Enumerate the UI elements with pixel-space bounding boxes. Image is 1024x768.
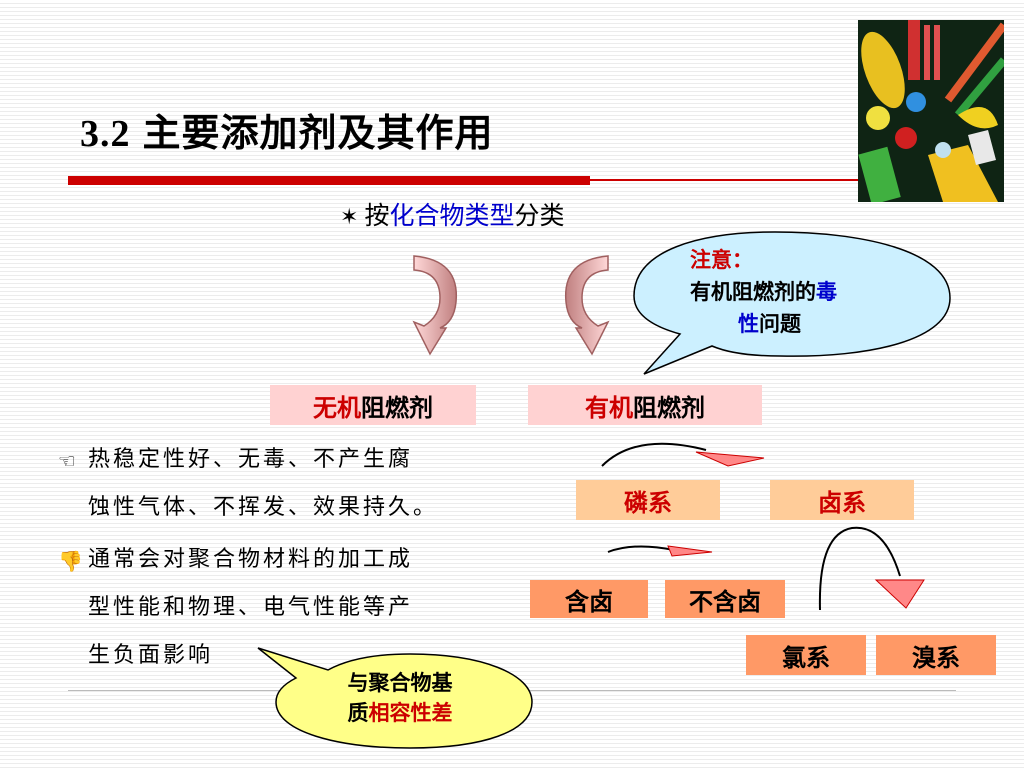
- bullet1-line1: 热稳定性好、无毒、不产生腐: [88, 447, 414, 472]
- chlorine-box: 氯系: [746, 635, 866, 675]
- compatibility-speech-bubble: [257, 647, 533, 749]
- arc-arrow-2-icon: [607, 545, 713, 557]
- phosphorus-box: 磷系: [576, 480, 720, 520]
- curved-arrow-left-icon: [412, 255, 458, 356]
- title-underline-line: [590, 179, 860, 181]
- note-bubble-text: 注意： 有机阻燃剂的毒 性问题: [690, 244, 900, 340]
- arc-arrow-3-icon: [818, 526, 925, 611]
- inorganic-flame-retardant-box: 无机阻燃剂: [270, 385, 476, 425]
- star-icon: ✶: [340, 205, 359, 230]
- section-title: 主要添加剂及其作用: [142, 111, 494, 155]
- subtitle-suffix: 分类: [514, 201, 565, 230]
- compat-line2-highlight: 相容性差: [368, 701, 453, 725]
- organic-rest: 阻燃剂: [633, 393, 705, 422]
- compat-bubble-text: 与聚合物基 质相容性差: [300, 668, 500, 728]
- note-line2-highlight: 性: [738, 312, 759, 336]
- decorative-plastics-image: [858, 20, 1004, 202]
- bullet1-line2: 蚀性气体、不挥发、效果持久。: [88, 495, 439, 520]
- note-label: 注意：: [690, 248, 753, 272]
- inorganic-rest: 阻燃剂: [361, 393, 433, 422]
- section-number: 3.2: [80, 113, 131, 155]
- bullet2-line2: 型性能和物理、电气性能等产: [88, 595, 414, 620]
- inorganic-highlight: 无机: [313, 393, 361, 422]
- subtitle-highlight: 化合物类型: [389, 201, 515, 230]
- bullet2-line1: 通常会对聚合物材料的加工成: [88, 547, 414, 572]
- note-line1-highlight: 毒: [816, 280, 837, 304]
- note-line1-prefix: 有机阻燃剂的: [690, 280, 816, 304]
- subtitle-prefix: 按: [364, 201, 390, 230]
- note-line2-suffix: 问题: [759, 312, 801, 336]
- bullet2-line3: 生负面影响: [88, 643, 214, 668]
- with-halogen-box: 含卤: [530, 580, 648, 618]
- bullet-disadvantages: 通常会对聚合物材料的加工成 型性能和物理、电气性能等产 生负面影响: [88, 536, 413, 680]
- curved-arrow-right-icon: [564, 255, 610, 356]
- organic-flame-retardant-box: 有机阻燃剂: [528, 385, 762, 425]
- title-underline-bar: [68, 176, 590, 185]
- classification-subtitle: ✶按化合物类型分类: [340, 196, 564, 232]
- note-speech-bubble: [633, 231, 951, 375]
- pointing-hand-left-icon: ☜: [58, 449, 76, 473]
- halogen-box: 卤系: [770, 480, 914, 520]
- page-title: 3.2 主要添加剂及其作用: [80, 102, 494, 157]
- compat-line2-prefix: 质: [347, 701, 369, 725]
- bromine-box: 溴系: [876, 635, 996, 675]
- organic-highlight: 有机: [585, 393, 633, 422]
- thumbs-down-icon: 👎: [58, 549, 83, 573]
- compat-line1: 与聚合物基: [347, 671, 453, 695]
- arc-arrow-1-icon: [601, 442, 765, 467]
- bullet-advantages: 热稳定性好、无毒、不产生腐 蚀性气体、不挥发、效果持久。: [88, 436, 438, 532]
- without-halogen-box: 不含卤: [665, 580, 785, 618]
